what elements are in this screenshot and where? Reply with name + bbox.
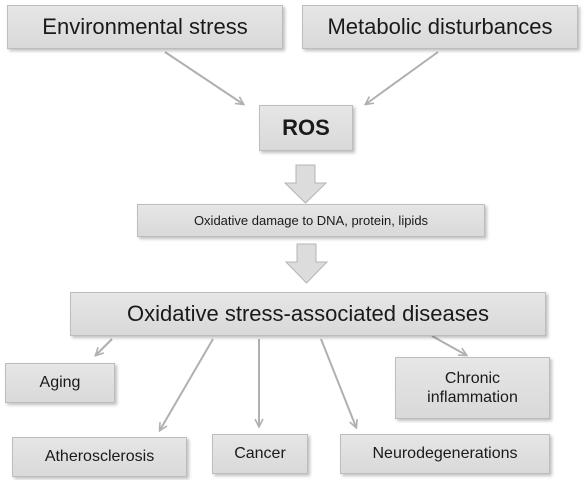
environmental-stress-box: Environmental stress [7,5,283,49]
cancer-box: Cancer [212,434,308,474]
atherosclerosis-label: Atherosclerosis [44,448,155,466]
arrow-diseases-to-neurodegenerations [320,338,356,427]
ros-box: ROS [259,105,353,151]
atherosclerosis-box: Atherosclerosis [12,437,187,477]
aging-box: Aging [5,363,115,403]
oxidative-stress-diseases-label: Oxidative stress-associated diseases [127,300,489,326]
chronic-inflammation-box: Chronic inflammation [395,357,550,419]
block-arrow-ros-to-damage [283,164,328,204]
arrow-diseases-to-chronic-inflammation [431,335,466,355]
ros-label: ROS [282,114,330,140]
arrow-diseases-to-atherosclerosis [160,338,214,430]
neurodegenerations-label: Neurodegenerations [372,445,518,463]
cancer-label: Cancer [234,445,286,463]
arrow-env-to-ros [164,51,243,104]
block-arrow-damage-to-diseases [284,243,329,284]
metabolic-disturbances-label: Metabolic disturbances [327,13,553,39]
arrow-metabolic-to-ros [366,51,439,104]
environmental-stress-label: Environmental stress [42,13,248,39]
metabolic-disturbances-box: Metabolic disturbances [302,5,578,49]
arrow-diseases-to-aging [96,338,113,355]
oxidative-damage-label: Oxidative damage to DNA, protein, lipids [193,212,429,228]
chronic-inflammation-label: Chronic inflammation [427,369,518,406]
oxidative-damage-box: Oxidative damage to DNA, protein, lipids [137,204,485,237]
neurodegenerations-box: Neurodegenerations [340,434,550,474]
aging-label: Aging [39,374,81,392]
oxidative-stress-diseases-box: Oxidative stress-associated diseases [70,292,546,336]
